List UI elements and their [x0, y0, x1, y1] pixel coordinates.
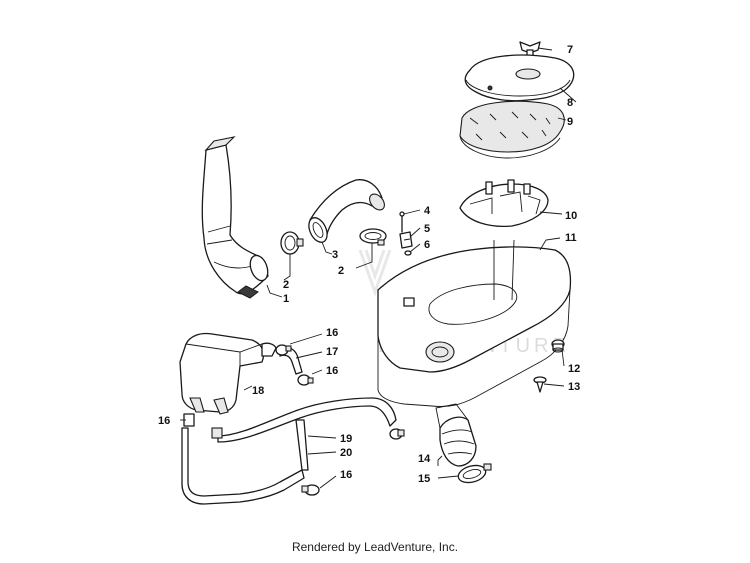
callout-6: 6 [424, 239, 430, 251]
callout-17: 17 [326, 346, 338, 358]
callout-7: 7 [567, 44, 573, 56]
callout-8: 8 [567, 97, 573, 109]
callout-19: 19 [340, 433, 352, 445]
callout-3: 3 [332, 249, 338, 261]
callout-4: 4 [424, 205, 431, 217]
callout-16-left: 16 [158, 415, 170, 427]
callout-18: 18 [252, 385, 264, 397]
footer-credit: Rendered by LeadVenture, Inc. [291, 540, 459, 554]
callout-12: 12 [568, 363, 580, 375]
hose-clamp-part-16-upper [275, 344, 292, 356]
leader-lines [180, 47, 577, 489]
callout-10: 10 [565, 210, 577, 222]
bracket-part-5 [399, 231, 413, 249]
resonator-part-18 [179, 332, 277, 415]
clamp-part-2-left [280, 231, 304, 255]
hose-part-20 [217, 397, 397, 471]
intake-boot-part-3 [308, 179, 385, 243]
callout-2-middle: 2 [338, 265, 344, 277]
callout-9: 9 [567, 116, 573, 128]
callout-labels: 1 2 3 2 4 5 6 7 8 9 10 11 12 13 14 15 16… [158, 44, 580, 485]
callout-16-top: 16 [326, 327, 338, 339]
watermark-logo [358, 249, 392, 297]
callout-13: 13 [568, 381, 580, 393]
filter-cover-part-8 [464, 54, 575, 102]
hose-clamp-part-16-mid [297, 374, 314, 386]
callout-14: 14 [418, 453, 431, 465]
callout-15: 15 [418, 473, 430, 485]
callout-16-bottom: 16 [340, 469, 352, 481]
outlet-boot-part-14 [435, 403, 477, 467]
screw-part-4 [399, 211, 405, 233]
hose-clamp-right [389, 428, 405, 440]
outlet-clamp-part-15 [457, 463, 492, 484]
callout-16-mid: 16 [326, 365, 338, 377]
washer-part-6 [404, 250, 412, 256]
hose-clamp-part-16-bottom [301, 484, 320, 496]
callout-20: 20 [340, 447, 352, 459]
filter-cage-part-10 [459, 179, 549, 228]
callout-5: 5 [424, 223, 430, 235]
callout-1: 1 [283, 293, 289, 305]
wing-nut-part-7 [519, 41, 541, 57]
hose-part-19 [181, 427, 305, 505]
clamp-part-2-middle [359, 228, 387, 246]
hose-clamp-part-16-left [183, 413, 223, 439]
intake-duct-part-1 [201, 136, 269, 299]
callout-11: 11 [565, 232, 577, 244]
grommet-part-12 [551, 339, 565, 353]
foam-filter-part-9 [459, 100, 565, 159]
push-rivet-part-13 [533, 376, 547, 393]
callout-2-left: 2 [283, 279, 289, 291]
